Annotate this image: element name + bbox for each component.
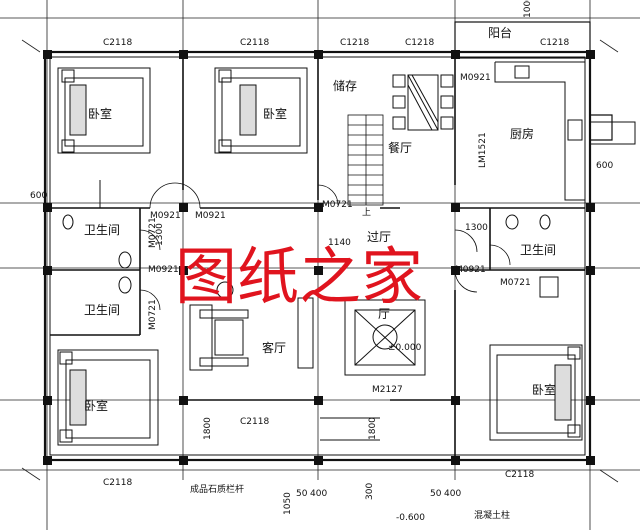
door-swings	[139, 182, 511, 311]
room-balcony: 阳台	[488, 25, 512, 40]
window-code-top-5: C1218	[540, 38, 569, 48]
dim-1140: 1140	[328, 238, 351, 248]
door-code-vertical-2: M0721	[148, 299, 158, 330]
room-dining: 餐厅	[388, 140, 412, 155]
dim-300: 300	[365, 483, 375, 500]
door-code-stair: M0721	[322, 200, 353, 210]
dim-1300-right: 1300	[465, 223, 488, 233]
room-bathroom-left-upper: 卫生间	[84, 223, 120, 237]
dim-right-600: 600	[596, 161, 613, 171]
door-code-bath-right: M0721	[500, 278, 531, 288]
room-corridor: 过厅	[367, 230, 391, 244]
bed-top-middle	[214, 67, 308, 154]
stair-up-label: 上	[362, 207, 371, 218]
room-kitchen: 厨房	[510, 126, 534, 141]
dim-50-right: 50	[430, 489, 442, 499]
door-code-bath-2: M0921	[195, 211, 226, 221]
door-code-bath-3: M0921	[148, 265, 179, 275]
bathroom-fixtures	[62, 214, 559, 298]
room-living: 客厅	[262, 340, 286, 355]
door-code-right: M0921	[455, 265, 486, 275]
window-code-top-2: C2118	[240, 38, 269, 48]
room-bedroom-bottom-left: 卧室	[84, 398, 108, 413]
sofa-set	[189, 281, 314, 371]
bed-top-left	[57, 67, 151, 154]
elevation-ground: -0.600	[396, 513, 425, 523]
hall-table	[344, 299, 426, 376]
note-column: 混凝土柱	[474, 509, 510, 521]
room-bathroom-left-lower: 卫生间	[84, 303, 120, 317]
elevation-stair: ±0.000	[388, 343, 422, 353]
door-code-kitchen: LM1521	[478, 132, 488, 168]
window-code-bottom-2: C2118	[505, 470, 534, 480]
window-code-bottom-1: C2118	[103, 478, 132, 488]
room-storage: 储存	[333, 78, 357, 93]
room-bedroom-top-middle: 卧室	[263, 106, 287, 121]
dim-1050: 1050	[283, 492, 293, 515]
dining-table	[392, 74, 454, 131]
bed-bottom-left	[57, 349, 159, 446]
dim-400-right: 400	[444, 489, 461, 499]
kitchen-counter	[494, 61, 586, 201]
door-code-dining: M0921	[460, 73, 491, 83]
staircase	[347, 114, 384, 206]
columns	[43, 50, 595, 465]
window-code-top-1: C2118	[103, 38, 132, 48]
bed-bottom-right	[489, 344, 583, 441]
interior-walls	[50, 57, 585, 460]
room-hall: 厅	[378, 307, 390, 321]
window-code-top-3: C1218	[340, 38, 369, 48]
window-code-top-4: C1218	[405, 38, 434, 48]
note-railing: 成品石质栏杆	[190, 483, 244, 495]
room-bathroom-right: 卫生间	[520, 243, 556, 257]
window-code-living: C2118	[240, 417, 269, 427]
room-bedroom-bottom-right: 卧室	[532, 382, 556, 397]
dim-left-600: 600	[30, 191, 47, 201]
dim-1300-left: 1300	[155, 223, 165, 246]
dim-50-left: 50	[296, 489, 308, 499]
door-code-m2127: M2127	[372, 385, 403, 395]
dim-400-left: 400	[310, 489, 327, 499]
watermark: 图纸之家	[175, 240, 423, 313]
dim-1800-left: 1800	[203, 417, 213, 440]
door-code-vertical-1: M0721	[148, 217, 158, 248]
dim-1800-mid: 1800	[368, 417, 378, 440]
door-code-bath-1: M0921	[150, 211, 181, 221]
room-bedroom-top-left: 卧室	[88, 106, 112, 121]
dim-balcony-depth: 1000	[523, 0, 533, 18]
